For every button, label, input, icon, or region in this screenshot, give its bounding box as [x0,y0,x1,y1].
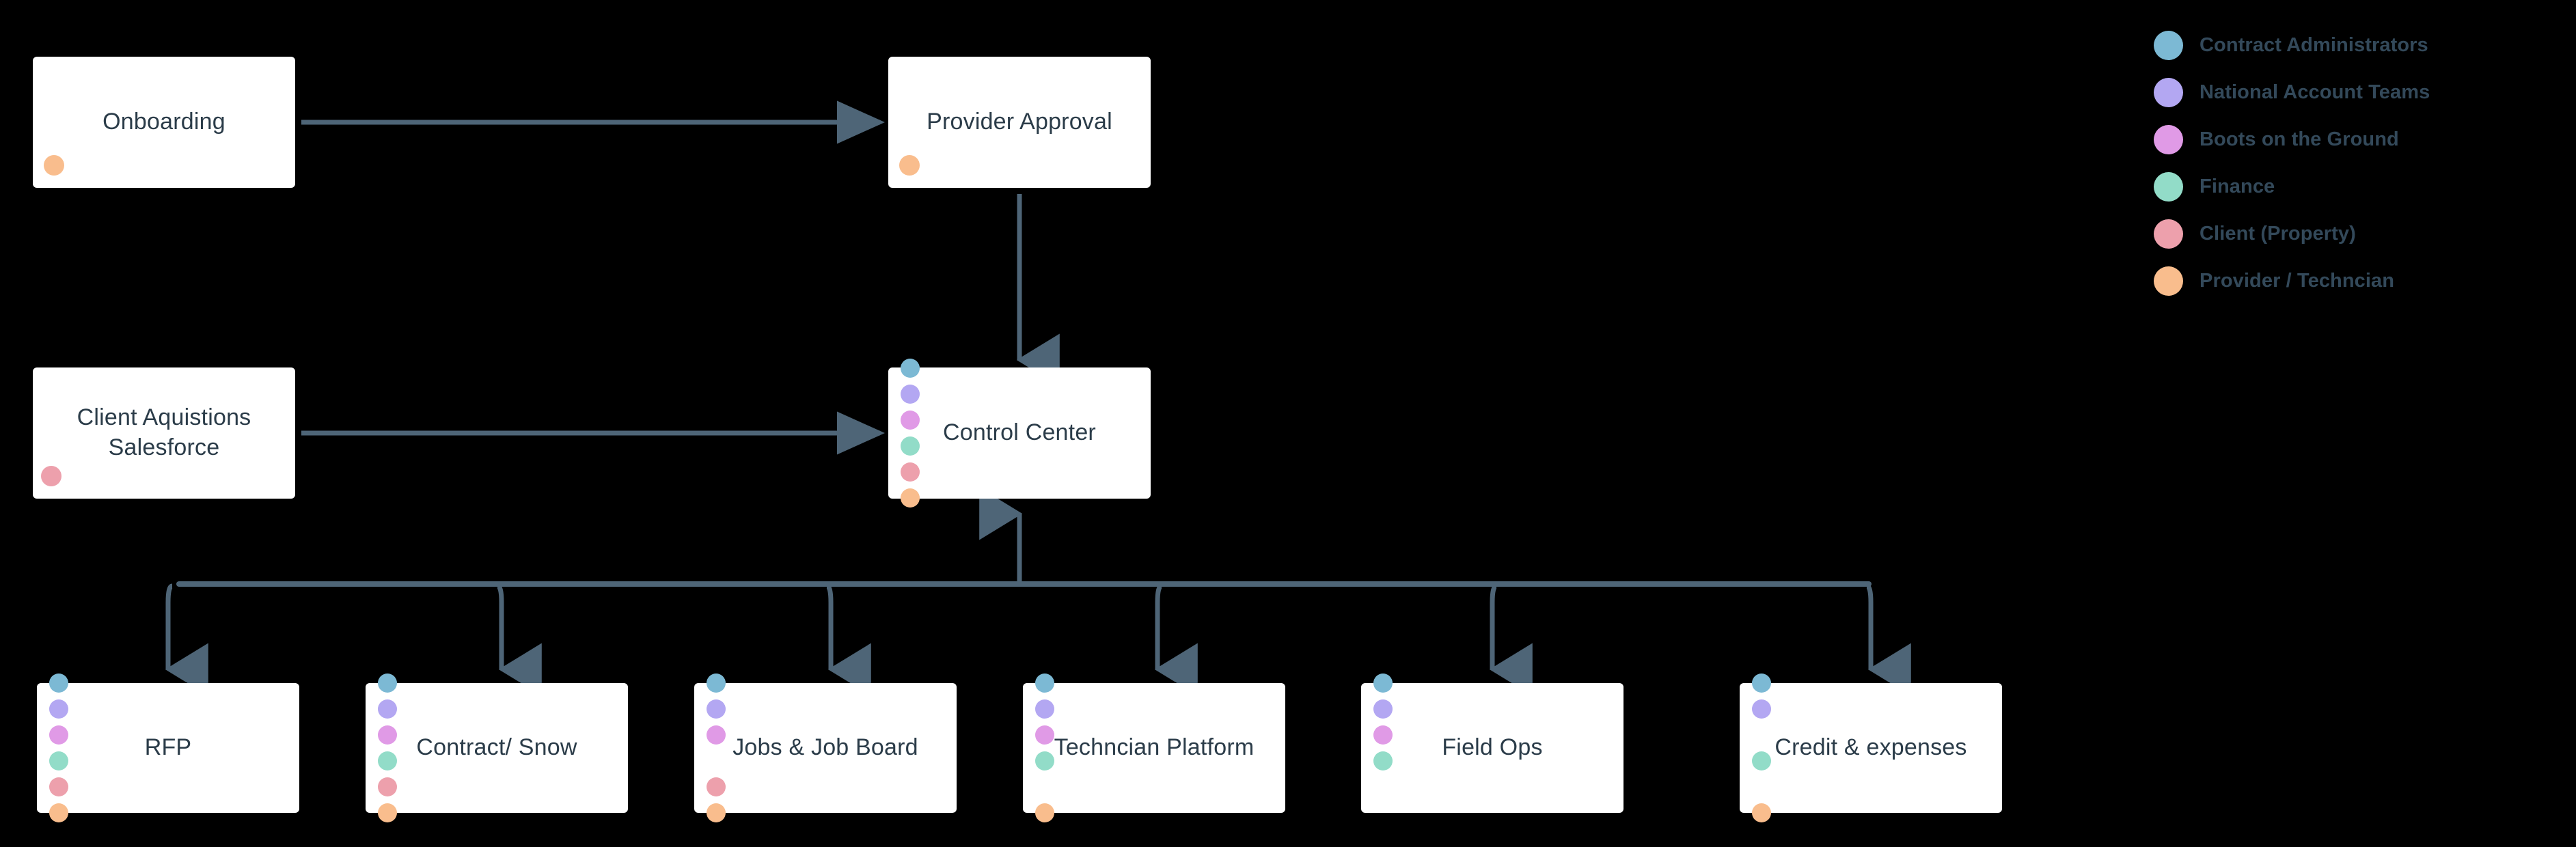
role-dot-client_property [41,466,61,486]
connector-bus-to-contract-snow [497,583,542,696]
node-dot-rail [1035,674,1054,822]
role-dot-empty [1035,777,1054,796]
node-provider-approval[interactable]: Provider Approval [888,57,1151,188]
role-dot-provider_tech [378,803,397,822]
role-dot-empty [1373,777,1393,796]
connector-bus-to-techncian-platform [1154,583,1198,696]
role-dot-empty [1752,725,1771,745]
legend-item-label: Finance [2200,175,2275,197]
role-dot-finance [1752,751,1771,770]
role-dot-national_account [1373,699,1393,719]
role-dot-national_account [378,699,397,719]
legend-swatch-icon [2154,171,2183,202]
legend-item-label: Provider / Techncian [2200,269,2395,292]
role-dot-provider_tech [1035,803,1054,822]
role-dot-national_account [1035,699,1054,719]
role-dot-finance [1373,751,1393,770]
node-label: RFP [144,734,192,761]
legend-swatch-icon [2154,30,2183,60]
node-label: Field Ops [1442,734,1543,761]
node-onboarding[interactable]: Onboarding [33,57,295,188]
legend-item-label: Contract Administrators [2200,33,2428,56]
legend-swatch-icon [2154,266,2183,296]
node-dot-rail [49,674,68,822]
node-label: Control Center [943,419,1096,446]
role-dot-boots_ground [49,725,68,745]
legend-item-national_account[interactable]: National Account Teams [2154,77,2430,107]
node-client-acquisitions[interactable]: Client Aquistions Salesforce [33,367,295,499]
node-techncian-platform[interactable]: Techncian Platform [1023,674,1285,822]
role-dot-finance [901,436,920,456]
role-dot-provider_tech [44,155,64,176]
node-contract-snow[interactable]: Contract/ Snow [366,674,628,822]
role-dot-national_account [707,699,726,719]
role-dot-client_property [707,777,726,796]
legend-item-finance[interactable]: Finance [2154,171,2430,202]
legend-item-boots_ground[interactable]: Boots on the Ground [2154,124,2430,154]
role-dot-national_account [1752,699,1771,719]
role-dot-contract_admin [1752,674,1771,693]
role-dot-boots_ground [901,411,920,430]
role-dot-provider_tech [901,488,920,508]
node-dot-rail [1752,674,1771,822]
role-dot-empty [1373,803,1393,822]
role-dot-finance [49,751,68,770]
connector-bus-to-jobs-job-board [826,583,871,696]
role-dot-client_property [49,777,68,796]
legend-item-client_property[interactable]: Client (Property) [2154,219,2430,249]
role-dot-national_account [49,699,68,719]
connector-bus-to-credit-expenses [1866,583,1911,696]
role-dot-empty [1752,777,1771,796]
role-dot-client_property [378,777,397,796]
node-control-center[interactable]: Control Center [888,359,1151,508]
connector-bus-to-field-ops [1489,583,1533,696]
legend-swatch-icon [2154,77,2183,107]
legend-swatch-icon [2154,219,2183,249]
role-dot-boots_ground [1035,725,1054,745]
role-dot-contract_admin [1373,674,1393,693]
legend-item-contract_admin[interactable]: Contract Administrators [2154,30,2430,60]
node-label: Client Aquistions Salesforce [77,404,251,460]
node-credit-expenses[interactable]: Credit & expenses [1740,674,2002,822]
role-dot-boots_ground [378,725,397,745]
node-dot-rail [901,359,920,508]
node-dot-rail [378,674,397,822]
node-label: Jobs & Job Board [732,734,918,761]
role-dot-national_account [901,385,920,404]
role-dot-contract_admin [49,674,68,693]
legend-item-label: National Account Teams [2200,81,2430,103]
role-dot-finance [378,751,397,770]
node-dot-rail [707,674,726,822]
role-dot-provider_tech [49,803,68,822]
node-jobs-job-board[interactable]: Jobs & Job Board [694,674,957,822]
legend-item-provider_tech[interactable]: Provider / Techncian [2154,266,2430,296]
role-dot-boots_ground [707,725,726,745]
connector-bus-to-rfp [165,583,208,696]
role-dot-client_property [901,462,920,482]
node-label: Provider Approval [927,109,1112,135]
role-dot-contract_admin [901,359,920,378]
node-field-ops[interactable]: Field Ops [1361,674,1623,813]
role-dot-contract_admin [1035,674,1054,693]
node-label: Contract/ Snow [416,734,577,761]
node-label: Credit & expenses [1775,734,1967,761]
node-rfp[interactable]: RFP [37,674,299,822]
role-dot-provider_tech [899,155,920,176]
legend-item-label: Boots on the Ground [2200,128,2399,150]
role-dot-empty [707,751,726,770]
node-label: Onboarding [102,109,225,135]
legend-swatch-icon [2154,124,2183,154]
legend-item-label: Client (Property) [2200,222,2356,245]
role-dot-finance [1035,751,1054,770]
node-label: Techncian Platform [1054,734,1255,761]
role-dot-boots_ground [1373,725,1393,745]
role-dot-contract_admin [707,674,726,693]
role-dot-contract_admin [378,674,397,693]
node-dot-rail [1373,674,1393,813]
role-dot-provider_tech [1752,803,1771,822]
role-dot-provider_tech [707,803,726,822]
